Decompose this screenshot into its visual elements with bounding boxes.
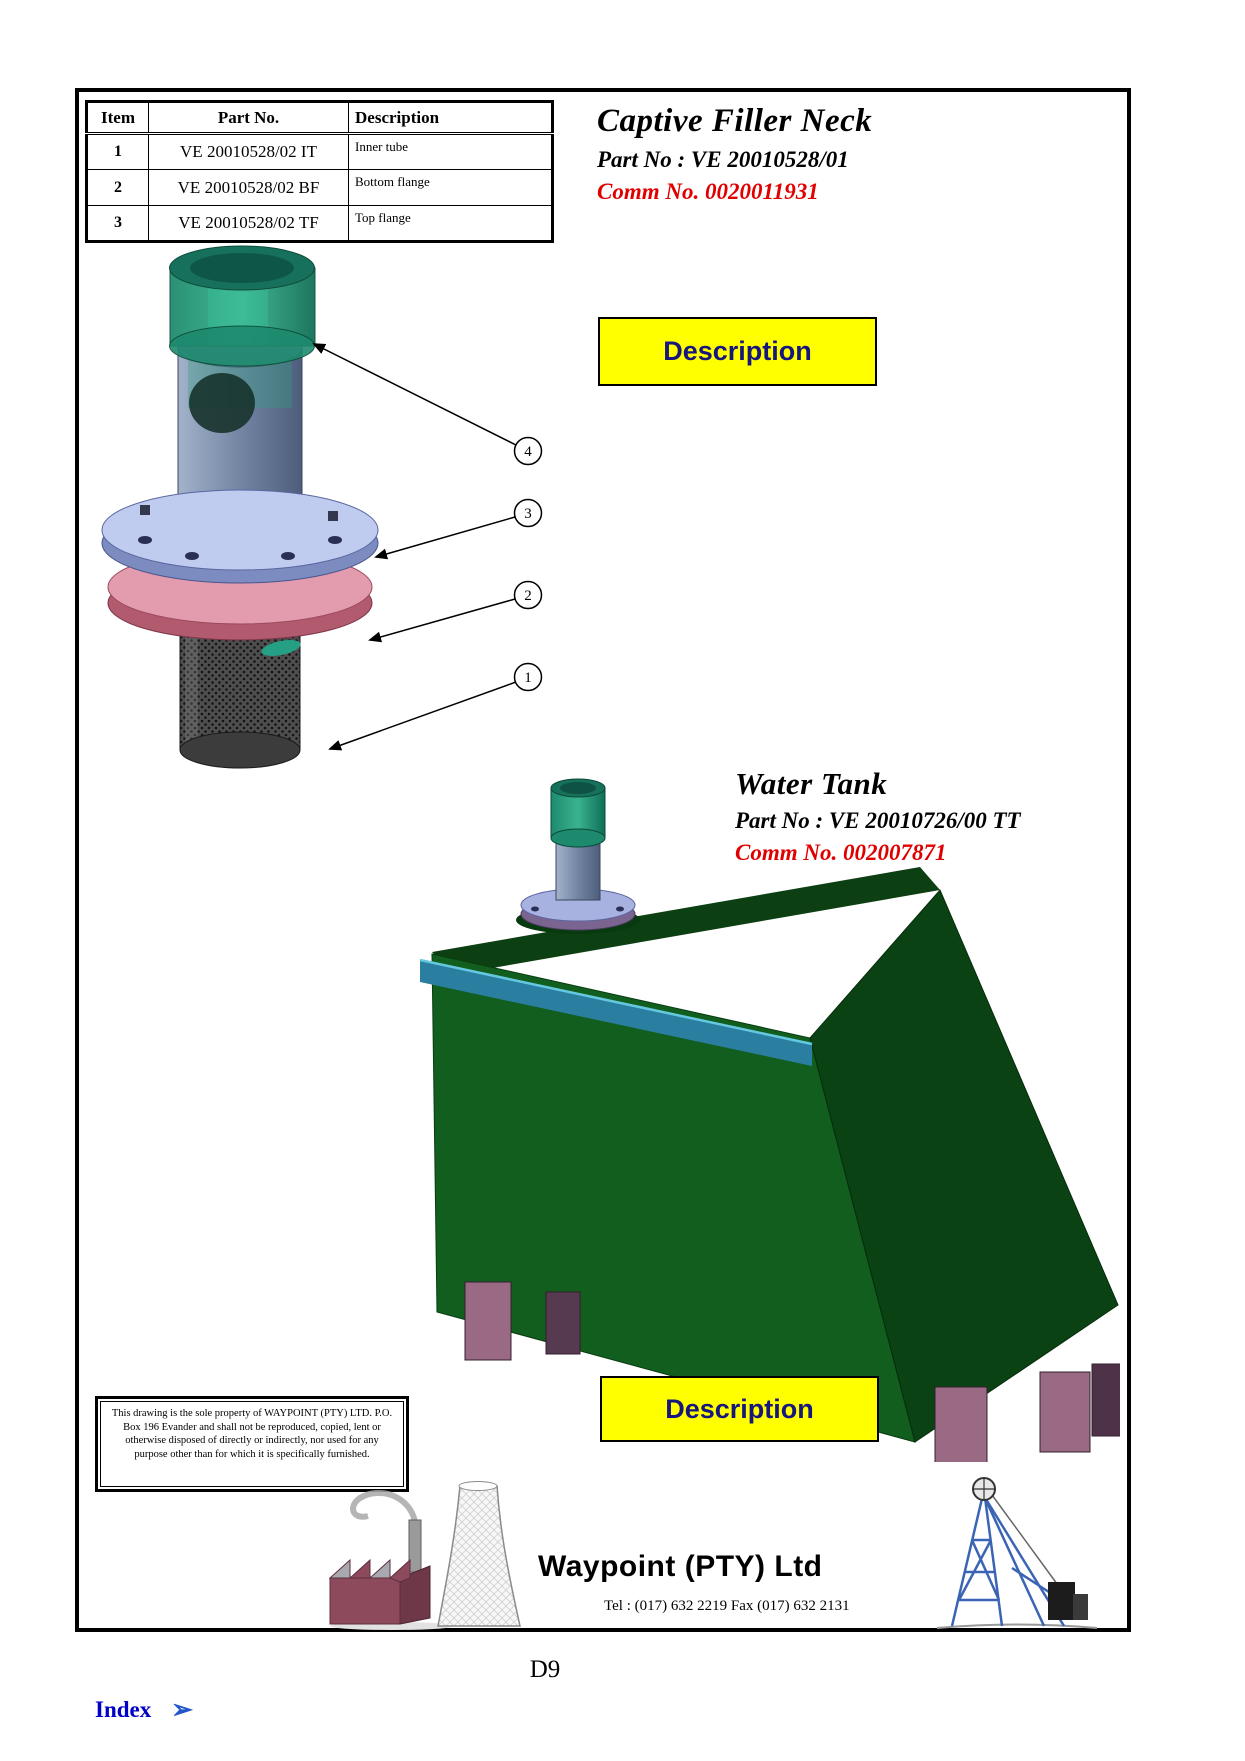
contact-line: Tel : (017) 632 2219 Fax (017) 632 2131 [604, 1598, 850, 1614]
filler-neck-part-no: Part No : VE 20010528/01 [597, 146, 849, 172]
cell-item: 3 [86, 205, 149, 242]
index-arrow-icon[interactable]: ➢ [171, 1695, 194, 1724]
tank-top-face [432, 867, 940, 975]
callout-1-label: 1 [524, 670, 532, 686]
tank-legs [464, 1281, 1120, 1462]
callout-leaders [312, 343, 517, 751]
water-tank-title-block: Water Tank Part No : VE 20010726/00 TT C… [735, 766, 1021, 867]
water-tank-drawing [420, 778, 1120, 1462]
teal-detail [261, 639, 301, 657]
page-number: D9 [529, 1656, 561, 1683]
index-link[interactable]: Index ➢ [95, 1695, 193, 1725]
disclaimer-box: This drawing is the sole property of WAY… [95, 1396, 409, 1492]
cell-item: 2 [86, 169, 149, 206]
cell-description: Bottom flange [348, 169, 553, 206]
top-flange-disk [101, 489, 379, 584]
callout-3-label: 3 [524, 506, 532, 522]
water-tank-comm-no: Comm No. 002007871 [735, 840, 947, 866]
water-tank-title: Water Tank [735, 766, 888, 801]
callout-1 [513, 662, 543, 692]
filler-neck-comm-no: Comm No. 0020011931 [597, 179, 819, 205]
filler-neck-drawing: 4 3 2 1 [101, 245, 543, 769]
top-cap [169, 245, 316, 367]
cell-part-no: VE 20010528/02 TF [148, 205, 349, 242]
factory-logo-icon [328, 1481, 521, 1630]
index-label[interactable]: Index [95, 1697, 152, 1722]
callout-4 [513, 436, 543, 466]
parts-table-header-row: Item Part No. Description [86, 101, 553, 135]
cell-item: 1 [86, 133, 149, 170]
cell-part-no: VE 20010528/02 BF [148, 169, 349, 206]
disclaimer-text: This drawing is the sole property of WAY… [100, 1401, 404, 1487]
callout-4-label: 4 [524, 444, 532, 460]
headgear-logo-icon [936, 1477, 1098, 1629]
water-tank-description-button[interactable]: Description [600, 1376, 879, 1442]
callout-2-label: 2 [524, 588, 532, 604]
tank-slope-face [809, 889, 1119, 1443]
cell-description: Inner tube [348, 133, 553, 170]
callout-balloons: 4 3 2 1 [513, 436, 543, 692]
water-tank-part-no: Part No : VE 20010726/00 TT [735, 807, 1021, 833]
callout-3 [513, 498, 543, 528]
filler-neck-description-button[interactable]: Description [598, 317, 877, 386]
col-header-part-no: Part No. [148, 101, 349, 135]
table-row: 2 VE 20010528/02 BF Bottom flange [86, 169, 553, 206]
col-header-description: Description [348, 101, 553, 135]
callout-2 [513, 580, 543, 610]
table-row: 1 VE 20010528/02 IT Inner tube [86, 133, 553, 170]
table-row: 3 VE 20010528/02 TF Top flange [86, 205, 553, 242]
cell-part-no: VE 20010528/02 IT [148, 133, 349, 170]
tank-blue-lip [420, 958, 813, 1066]
col-header-item: Item [86, 101, 149, 135]
parts-table: Item Part No. Description 1 VE 20010528/… [85, 100, 554, 243]
filler-neck-title-block: Captive Filler Neck Part No : VE 2001052… [597, 103, 872, 206]
company-name: Waypoint (PTY) Ltd [538, 1550, 823, 1583]
cell-description: Top flange [348, 205, 553, 242]
tank-filler-neck [516, 778, 640, 934]
filler-neck-title: Captive Filler Neck [597, 103, 873, 139]
